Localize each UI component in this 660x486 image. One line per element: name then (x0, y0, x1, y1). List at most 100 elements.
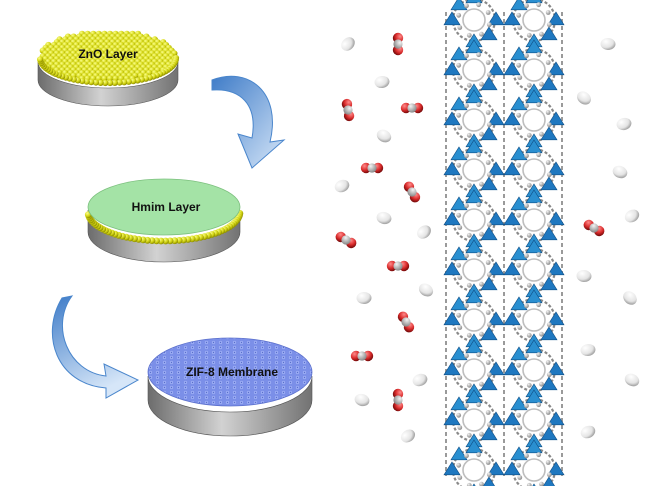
zn-tetrahedron (540, 226, 558, 241)
carbon-atom (341, 235, 351, 245)
zn-tetrahedron (480, 226, 498, 241)
zn-tetrahedron (480, 276, 498, 291)
zno-sphere (125, 78, 132, 85)
framework-atom (457, 175, 463, 180)
zn-tetrahedron (503, 11, 521, 26)
framework-atom (476, 352, 482, 358)
zn-tetrahedron (487, 161, 505, 176)
gas-molecule-white (600, 37, 616, 51)
zn-tetrahedron (487, 361, 505, 376)
zn-tetrahedron (540, 376, 558, 391)
zn-tetrahedron (487, 411, 505, 426)
zn-tetrahedron (510, 196, 528, 211)
zn-tetrahedron (525, 439, 543, 454)
gas-molecule-white (417, 225, 431, 239)
framework-atom (466, 32, 472, 38)
framework-atom (486, 22, 492, 28)
framework-atom (516, 412, 522, 418)
zn-tetrahedron (510, 446, 528, 461)
zn-tetrahedron (547, 161, 565, 176)
gas-molecule-white (612, 165, 628, 179)
zn-tetrahedron (540, 326, 558, 341)
curved-arrow-right-icon (51, 295, 140, 399)
framework-atom (536, 302, 542, 308)
framework-atom (456, 462, 462, 468)
gas-molecule-white (400, 429, 416, 443)
framework-atom (464, 53, 469, 59)
zif8-membrane-disk: ZIF-8 Membrane (147, 337, 313, 437)
zn-tetrahedron (450, 396, 468, 411)
framework-atom (546, 322, 552, 328)
framework-atom (536, 52, 542, 58)
framework-cage-inner (462, 408, 486, 432)
framework-atom (546, 422, 552, 428)
zn-tetrahedron (465, 389, 483, 404)
co2-molecule (392, 32, 404, 56)
disk-label-zno: ZnO Layer (78, 47, 138, 61)
framework-atom (546, 72, 552, 78)
zn-tetrahedron (510, 0, 528, 11)
framework-atom (546, 172, 552, 178)
framework-atom (546, 122, 552, 128)
disk-substrate (147, 375, 313, 437)
zn-tetrahedron (450, 446, 468, 461)
framework-atom (545, 310, 551, 315)
framework-atom (485, 260, 491, 265)
zn-tetrahedron (547, 461, 565, 476)
zn-tetrahedron (540, 76, 558, 91)
framework-atom (486, 272, 492, 278)
framework-atom (539, 181, 544, 187)
framework-atom (526, 332, 532, 338)
framework-atom (479, 31, 484, 37)
gas-molecule-white (374, 75, 390, 89)
zn-tetrahedron (540, 126, 558, 141)
framework-atom (457, 25, 463, 30)
framework-atom (476, 2, 482, 8)
zn-tetrahedron (443, 311, 461, 326)
co2-molecule (335, 231, 357, 249)
framework-atom (539, 31, 544, 37)
framework-atom (485, 210, 491, 215)
gas-molecule-white (376, 211, 392, 225)
framework-cage-inner (522, 158, 546, 182)
gas-molecule-white (576, 269, 592, 283)
framework-atom (546, 272, 552, 278)
framework-atom (456, 112, 462, 118)
framework-atom (516, 462, 522, 468)
framework-atom (517, 125, 523, 130)
co2-molecule (350, 350, 374, 362)
zn-tetrahedron (525, 0, 543, 4)
zn-tetrahedron (443, 111, 461, 126)
framework-atom (524, 303, 529, 309)
framework-atom (524, 53, 529, 59)
framework-atom (524, 403, 529, 409)
zn-tetrahedron (450, 246, 468, 261)
zn-tetrahedron (540, 426, 558, 441)
framework-atom (526, 232, 532, 238)
zn-tetrahedron (450, 346, 468, 361)
framework-atom (456, 62, 462, 68)
zn-tetrahedron (547, 311, 565, 326)
hmim-top-surface (87, 178, 241, 236)
zn-tetrahedron (465, 339, 483, 354)
framework-atom (526, 382, 532, 388)
framework-atom (536, 252, 542, 258)
zn-tetrahedron (465, 89, 483, 104)
framework-atom (476, 402, 482, 408)
framework-atom (464, 3, 469, 9)
framework-atom (517, 425, 523, 430)
framework-atom (479, 331, 484, 337)
zn-tetrahedron (480, 126, 498, 141)
zn-tetrahedron (483, 476, 495, 486)
framework-atom (536, 352, 542, 358)
zn-tetrahedron (510, 396, 528, 411)
zn-tetrahedron (487, 311, 505, 326)
framework-atom (539, 431, 544, 437)
framework-atom (486, 372, 492, 378)
framework-atom (517, 25, 523, 30)
framework-atom (456, 262, 462, 268)
framework-atom (545, 260, 551, 265)
framework-cage-inner (522, 308, 546, 332)
framework-atom (546, 472, 552, 478)
zn-tetrahedron (503, 161, 521, 176)
